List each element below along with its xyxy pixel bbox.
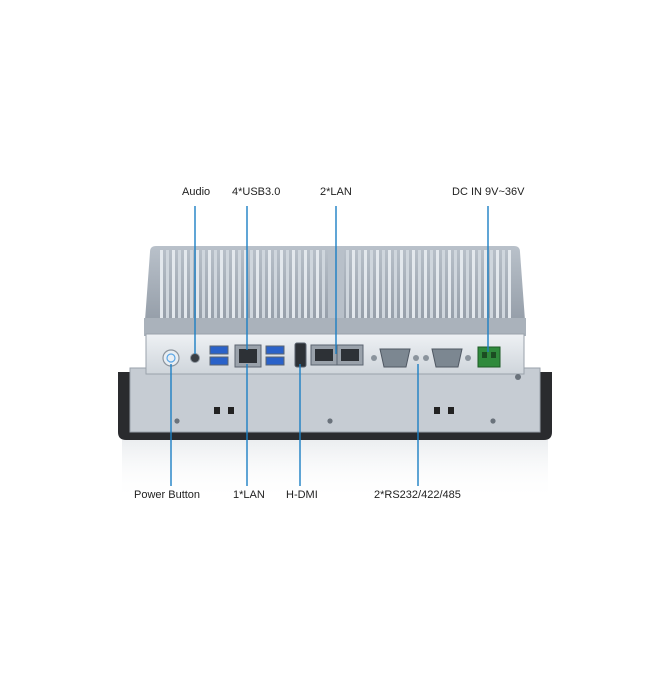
- heatsink-fin: [214, 250, 217, 318]
- heatsink-fin: [172, 250, 175, 318]
- heatsink-fin: [178, 250, 181, 318]
- heatsink-fin: [400, 250, 403, 318]
- heatsink-fin: [322, 250, 325, 318]
- heatsink-fin: [472, 250, 475, 318]
- heatsink-fin: [352, 250, 355, 318]
- heatsink-fin: [268, 250, 271, 318]
- heatsink-fin: [166, 250, 169, 318]
- lan-port-socket: [315, 349, 333, 361]
- label-usb: 4*USB3.0: [232, 186, 281, 198]
- heatsink-fin: [346, 250, 349, 318]
- heatsink-fin: [280, 250, 283, 318]
- heatsink-fins: [160, 248, 511, 320]
- heatsink-fin: [238, 250, 241, 318]
- heatsink-fin: [274, 250, 277, 318]
- heatsink-fin: [430, 250, 433, 318]
- heatsink-fin: [454, 250, 457, 318]
- heatsink-fin: [364, 250, 367, 318]
- usb-port: [209, 356, 229, 366]
- heatsink-fin: [424, 250, 427, 318]
- power-button[interactable]: [162, 349, 180, 367]
- label-lan2: 2*LAN: [320, 186, 352, 198]
- power-button-ring: [166, 353, 176, 363]
- heatsink-fin: [256, 250, 259, 318]
- vent-slot: [214, 407, 220, 414]
- heatsink-fin: [244, 250, 247, 318]
- dc-in-terminal: [477, 346, 501, 368]
- floor-reflection: [122, 440, 548, 500]
- screw: [515, 374, 521, 380]
- vent-slot: [434, 407, 440, 414]
- heatsink-fin: [406, 250, 409, 318]
- usb-port: [265, 356, 285, 366]
- label-serial: 2*RS232/422/485: [374, 489, 461, 501]
- heatsink-fin: [502, 250, 505, 318]
- heatsink-fin: [262, 250, 265, 318]
- heatsink-fin: [448, 250, 451, 318]
- audio-jack: [190, 353, 200, 363]
- heatsink-fin: [376, 250, 379, 318]
- heatsink-fin: [412, 250, 415, 318]
- heatsink-fin: [286, 250, 289, 318]
- heatsink-fin: [418, 250, 421, 318]
- heatsink-fin: [358, 250, 361, 318]
- heatsink-base: [144, 318, 526, 336]
- heatsink-fin: [394, 250, 397, 318]
- usb-port: [265, 345, 285, 355]
- hdmi-port: [294, 342, 307, 368]
- serial-port: [371, 348, 419, 368]
- heatsink-fin: [370, 250, 373, 318]
- heatsink-fin: [466, 250, 469, 318]
- label-hdmi: H-DMI: [286, 489, 318, 501]
- terminal-screw: [491, 352, 496, 358]
- label-lan1: 1*LAN: [233, 489, 265, 501]
- heatsink-fin: [484, 250, 487, 318]
- rear-housing: [129, 367, 541, 433]
- label-audio: Audio: [182, 186, 211, 198]
- heatsink-fin: [508, 250, 511, 318]
- vent-slot: [448, 407, 454, 414]
- heatsink-fin: [442, 250, 445, 318]
- heatsink-fin: [460, 250, 463, 318]
- heatsink-fin: [208, 250, 211, 318]
- heatsink-fin: [220, 250, 223, 318]
- heatsink-fin: [316, 250, 319, 318]
- heatsink-fin: [202, 250, 205, 318]
- serial-port: [423, 348, 471, 368]
- label-power-button: Power Button: [134, 489, 201, 501]
- lan-port-socket: [341, 349, 359, 361]
- heatsink-fin: [496, 250, 499, 318]
- heatsink-fin: [160, 250, 163, 318]
- label-dc-in: DC IN 9V~36V: [452, 186, 525, 198]
- heatsink-fin: [226, 250, 229, 318]
- heatsink-fin: [184, 250, 187, 318]
- screw: [490, 418, 496, 424]
- heatsink-fin: [436, 250, 439, 318]
- heatsink-fin: [478, 250, 481, 318]
- usb-port: [209, 345, 229, 355]
- leader-lines: [170, 206, 489, 486]
- heatsink-fin: [304, 250, 307, 318]
- screw: [327, 418, 333, 424]
- screw: [174, 418, 180, 424]
- heatsink-fin: [388, 250, 391, 318]
- lan-port-socket: [239, 349, 257, 363]
- heatsink-fin: [232, 250, 235, 318]
- heatsink-fin: [382, 250, 385, 318]
- heatsink-fin: [190, 250, 193, 318]
- heatsink-fin: [298, 250, 301, 318]
- heatsink-fin: [196, 250, 199, 318]
- terminal-screw: [482, 352, 487, 358]
- vent-slot: [228, 407, 234, 414]
- heatsink-fin: [292, 250, 295, 318]
- heatsink-fin: [490, 250, 493, 318]
- heatsink-fin: [250, 250, 253, 318]
- heatsink-fin: [310, 250, 313, 318]
